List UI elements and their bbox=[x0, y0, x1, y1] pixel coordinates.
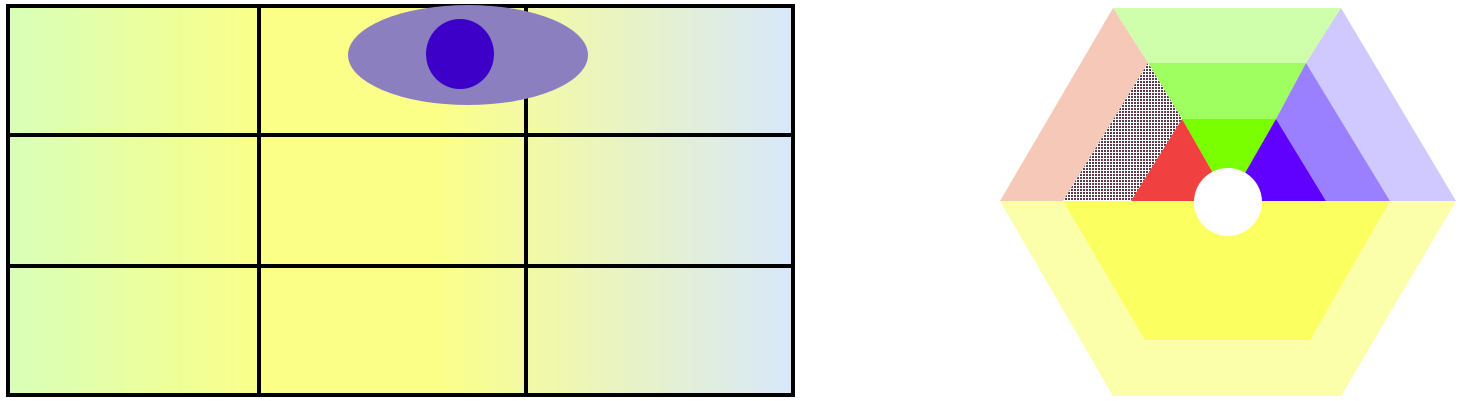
outer-left-segment bbox=[1000, 8, 1148, 201]
inner-left-segment bbox=[1063, 63, 1182, 201]
inner-bottom-segment bbox=[1063, 201, 1390, 340]
outer-top-segment bbox=[1113, 8, 1341, 63]
core-top-triangle bbox=[1182, 119, 1276, 201]
eye-pupil bbox=[426, 19, 494, 89]
center-hole bbox=[1194, 168, 1262, 236]
outer-right-segment bbox=[1306, 8, 1456, 201]
hexagon-panel bbox=[1000, 8, 1456, 396]
inner-right-segment bbox=[1276, 63, 1390, 201]
inner-top-segment bbox=[1148, 63, 1306, 119]
grid-panel bbox=[6, 4, 795, 397]
eye-shape bbox=[348, 5, 588, 105]
